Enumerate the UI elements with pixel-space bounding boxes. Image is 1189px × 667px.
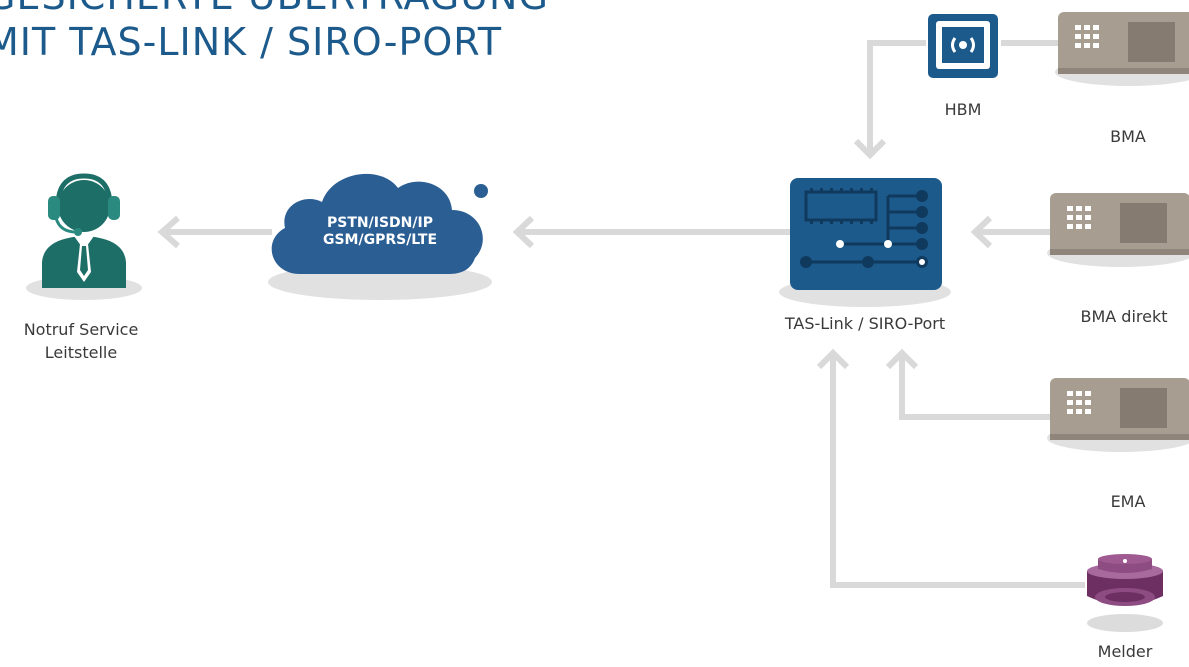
bma-direkt-label: BMA direkt: [1080, 307, 1168, 326]
bma-label: BMA: [1110, 127, 1146, 146]
arrowhead-taslink-right: [970, 215, 993, 249]
melder-label: Melder: [1097, 642, 1153, 661]
link-ema-to-taslink: [899, 353, 1050, 420]
smoke-detector-icon: [1087, 554, 1163, 632]
taslink-label: TAS-Link / SIRO-Port: [784, 314, 946, 333]
signal-icon: [928, 14, 998, 78]
arrowhead-leitstelle: [157, 215, 180, 249]
connections: [157, 40, 1085, 588]
arrowhead-taslink-bottom-right: [885, 348, 919, 370]
link-hbm-to-taslink: [867, 40, 926, 155]
circuit-board-icon: [779, 178, 951, 307]
network-label: PSTN/ISDN/IP GSM/GPRS/LTE: [300, 215, 460, 249]
cloud-icon: [268, 173, 492, 300]
title-line-1: GESICHERTE ÜBERTRAGUNG: [0, 0, 549, 18]
network-label-line-1: PSTN/ISDN/IP: [327, 215, 433, 231]
operator-headset-icon: [26, 173, 142, 300]
title-line-2: MIT TAS-LINK / SIRO-PORT: [0, 20, 503, 64]
arrowhead-taslink-bottom-left: [816, 348, 850, 370]
arrowhead-taslink-top: [853, 138, 887, 160]
hbm-label: HBM: [944, 100, 982, 119]
bma-direkt-panel-icon: [1047, 193, 1189, 267]
network-label-line-2: GSM/GPRS/LTE: [322, 232, 438, 248]
leitstelle-label-text: Notruf Service Leitstelle: [23, 320, 139, 362]
ema-panel-icon: [1047, 378, 1189, 452]
leitstelle-label: Notruf Service Leitstelle: [6, 318, 156, 364]
ema-label: EMA: [1110, 492, 1146, 511]
arrowhead-network: [512, 215, 535, 249]
link-melder-to-taslink: [830, 353, 1085, 588]
bma-panel-icon: [1055, 12, 1189, 86]
